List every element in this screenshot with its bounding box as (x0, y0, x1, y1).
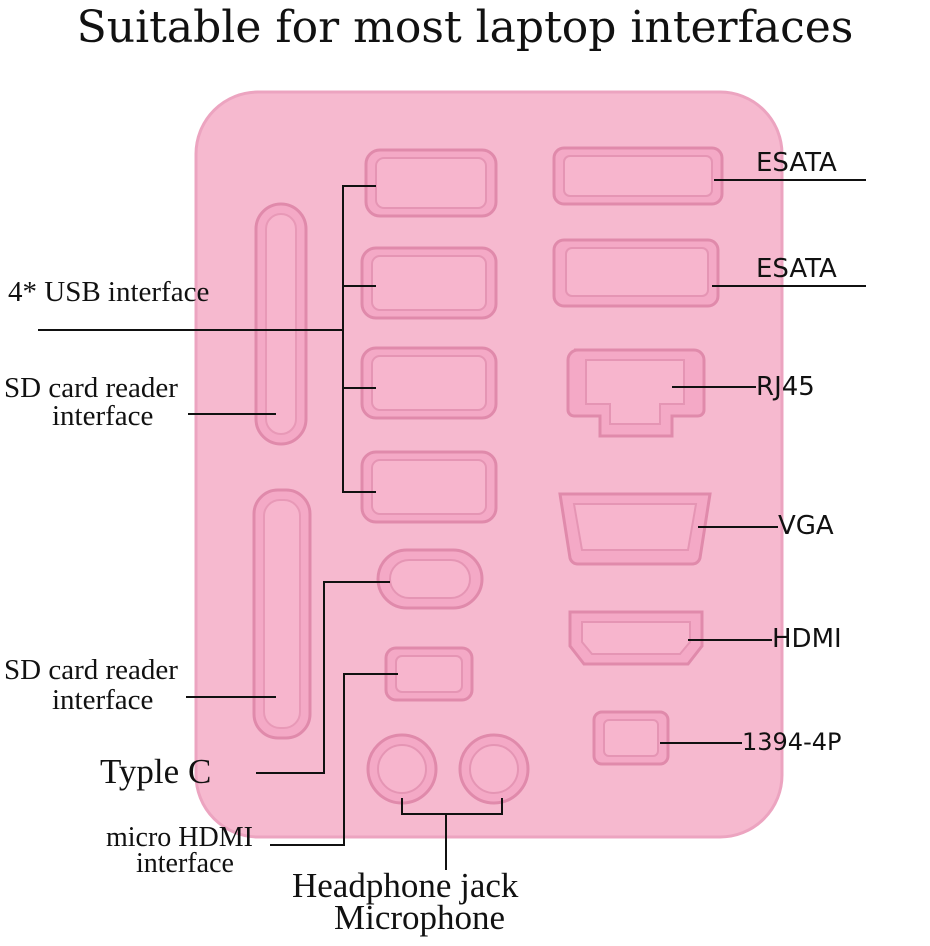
hdmi-plug-inner (581, 621, 691, 655)
sd-plug-1-inner (265, 213, 297, 435)
micro-hdmi-plug-inner (395, 655, 463, 693)
label-usb: 4* USB interface (8, 276, 210, 308)
microphone-plug-inner (469, 744, 519, 794)
usb-plug-3-inner (371, 355, 487, 411)
page-title: Suitable for most laptop interfaces (76, 2, 854, 53)
label-type-c: Typle C (100, 752, 212, 791)
label-sd-1-line2: interface (52, 400, 154, 432)
firewire-plug-inner (603, 719, 659, 757)
label-firewire: 1394-4P (742, 728, 842, 756)
label-hdmi: HDMI (772, 624, 842, 654)
type-c-leader-line (256, 581, 390, 774)
sd-plug-2-inner (263, 499, 301, 729)
label-sd-1-line1: SD card reader (4, 372, 178, 404)
usb-plug-2-inner (371, 255, 487, 311)
esata-plug-1-inner (563, 155, 713, 197)
type-c-plug-inner (389, 559, 471, 599)
label-microphone: Microphone (334, 898, 506, 937)
label-micro-hdmi-line2: interface (136, 848, 234, 879)
label-sd-2-line1: SD card reader (4, 654, 178, 686)
label-esata-1: ESATA (756, 148, 837, 178)
label-headphone: Headphone jack (292, 866, 519, 905)
micro-hdmi-leader-line (270, 673, 398, 846)
usb-leader-line (38, 185, 376, 493)
label-sd-2-line2: interface (52, 684, 154, 716)
label-rj45: RJ45 (756, 372, 815, 402)
esata-plug-2-inner (565, 247, 709, 297)
audio-leader-line (401, 798, 503, 870)
vga-plug-inner (572, 503, 698, 551)
label-esata-2: ESATA (756, 254, 837, 284)
label-vga: VGA (778, 511, 834, 541)
usb-plug-1-inner (375, 157, 487, 209)
label-micro-hdmi-line1: micro HDMI (106, 822, 253, 853)
leader-lines (38, 179, 866, 870)
usb-plug-4-inner (371, 459, 487, 515)
rj45-plug-inner (585, 359, 685, 425)
headphone-plug-inner (377, 744, 427, 794)
